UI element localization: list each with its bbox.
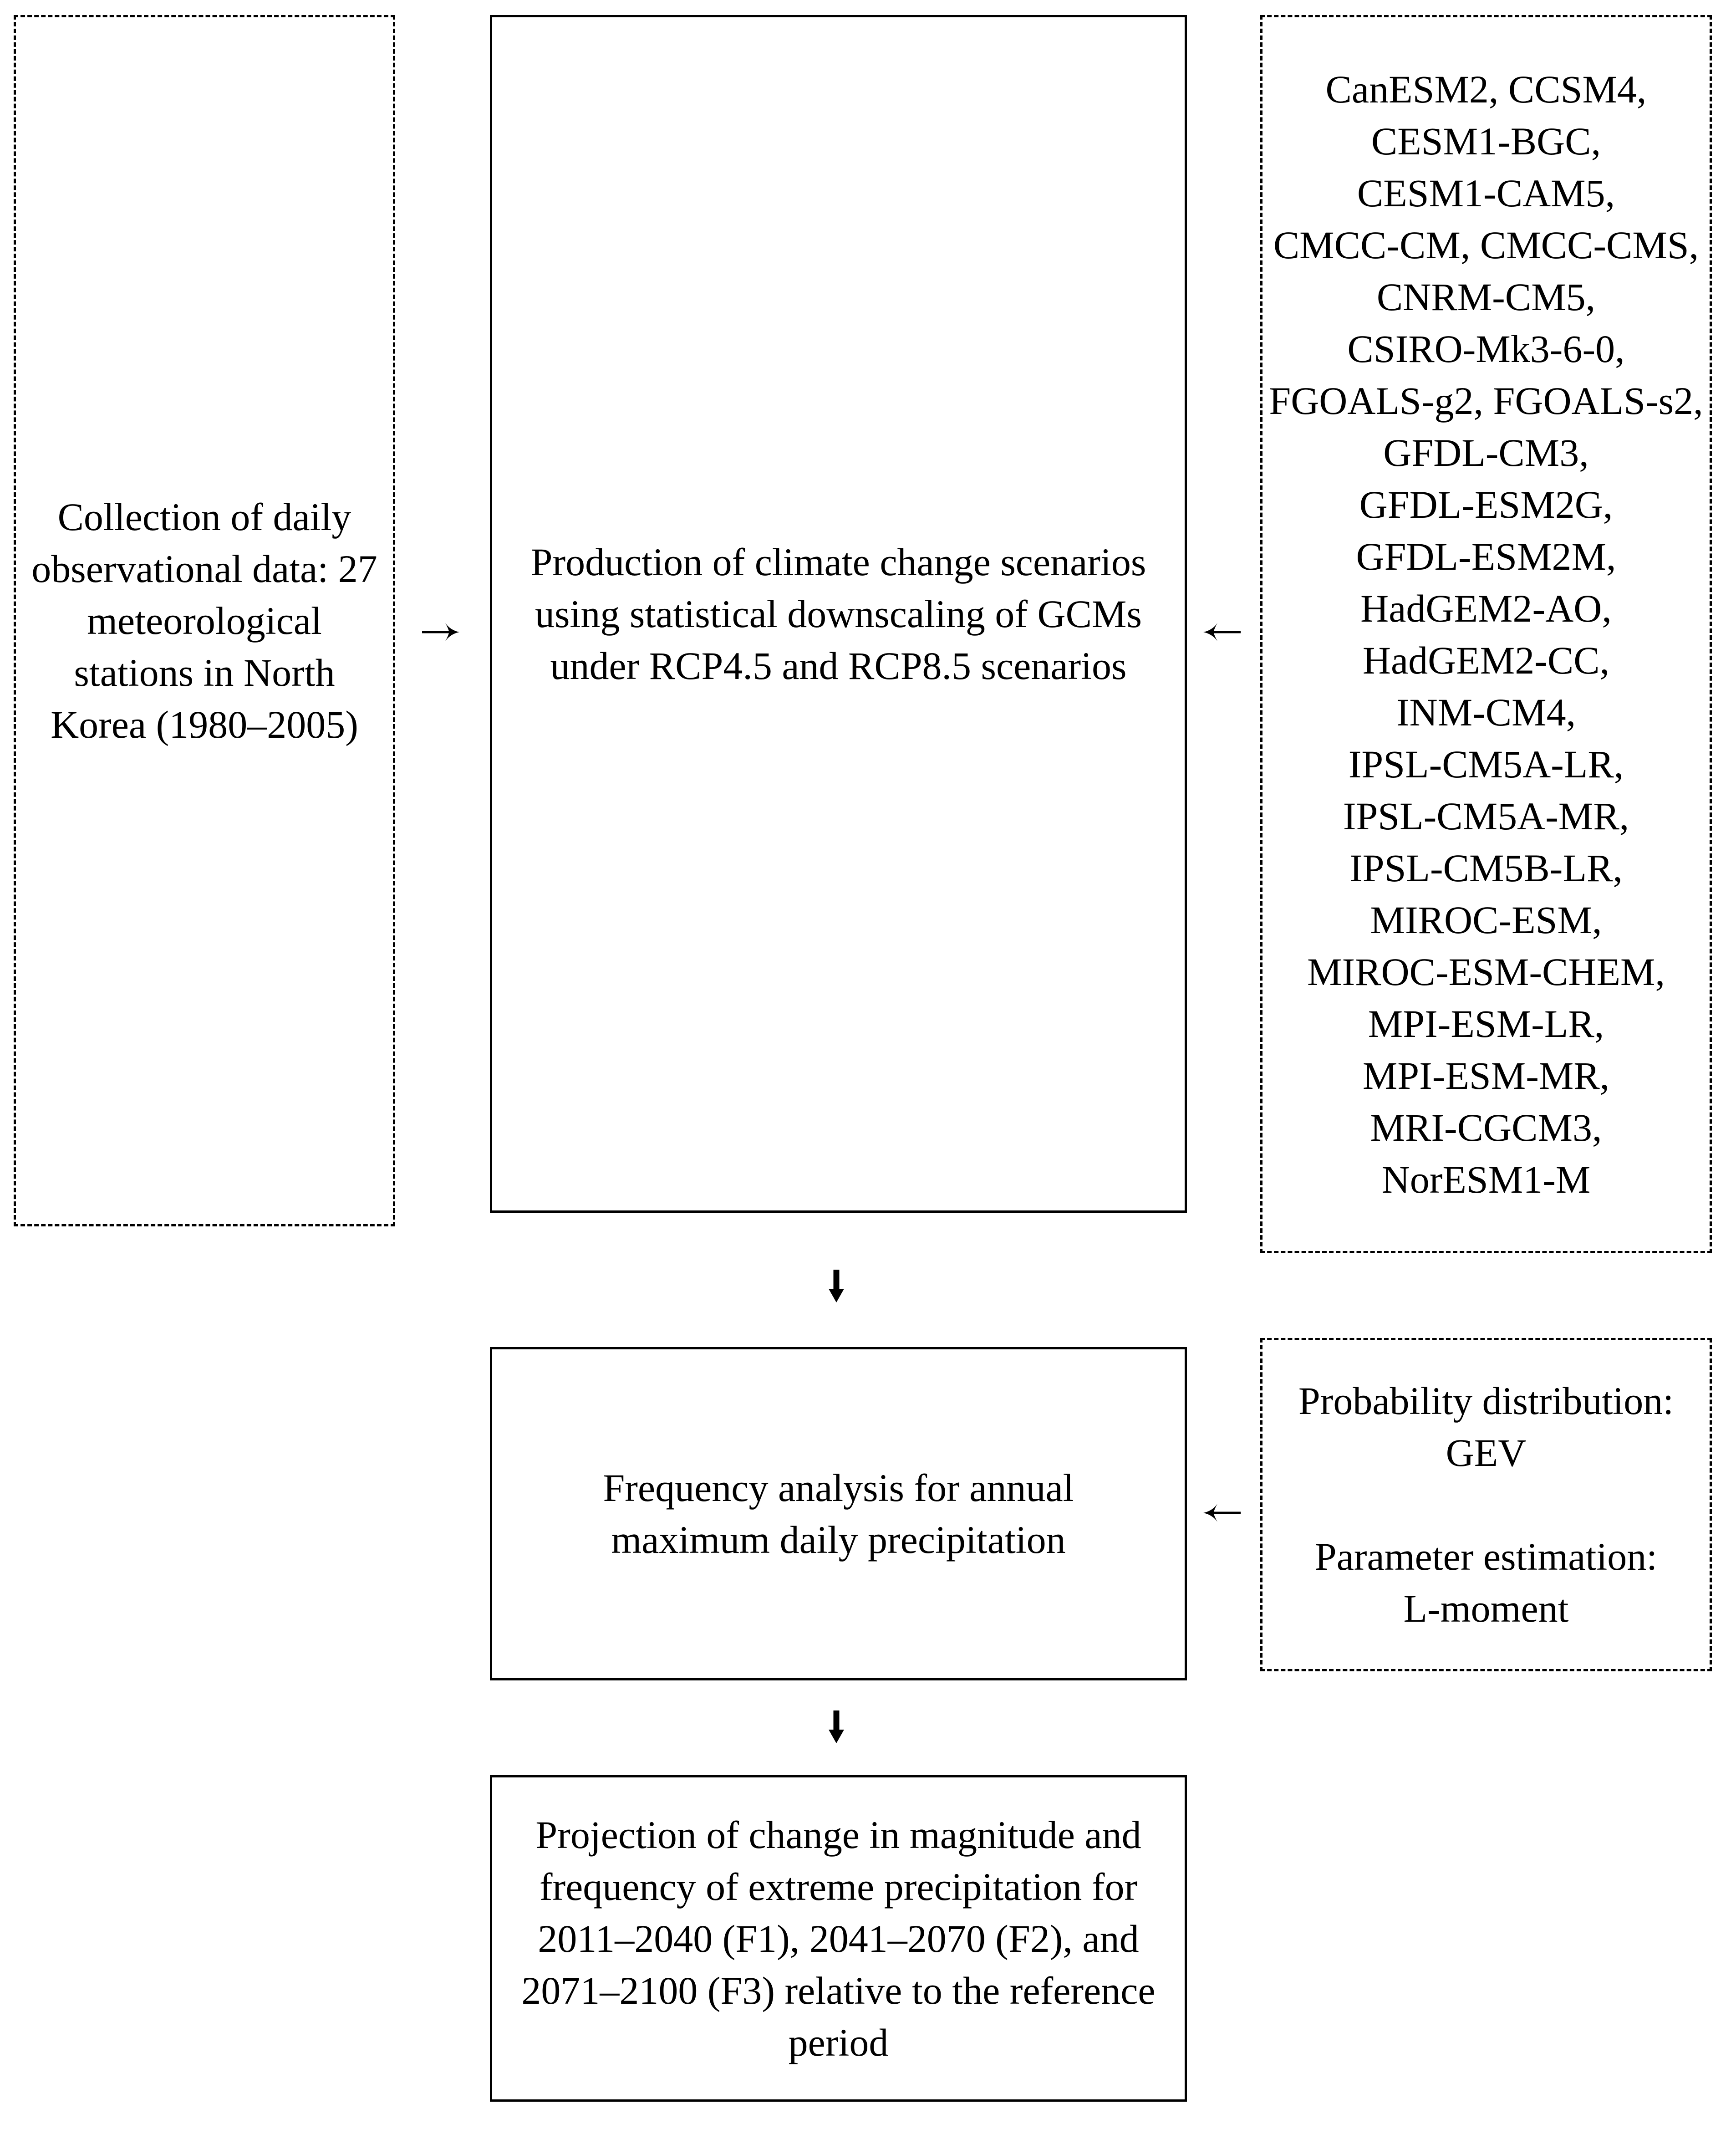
frequency-box: Frequency analysis for annual maximum da…: [490, 1347, 1187, 1680]
projection-box-text: Projection of change in magnitude and fr…: [521, 1812, 1156, 2064]
projection-box: Projection of change in magnitude and fr…: [490, 1775, 1187, 2102]
arrow-left-icon: [1203, 1503, 1242, 1523]
arrow-down-icon: [829, 1270, 844, 1302]
collection-box-text: Collection of daily observational data: …: [31, 495, 377, 746]
production-box: Production of climate change scenarios u…: [490, 15, 1187, 1213]
method-box: Probability distribution: GEV Parameter …: [1260, 1338, 1712, 1671]
frequency-box-text: Frequency analysis for annual maximum da…: [603, 1466, 1074, 1562]
arrow-left-icon: [1203, 622, 1242, 642]
method-box-text: Probability distribution: GEV Parameter …: [1298, 1379, 1674, 1630]
gcm-list-text: CanESM2, CCSM4, CESM1-BGC, CESM1-CAM5, C…: [1269, 67, 1703, 1201]
gcm-list-box: CanESM2, CCSM4, CESM1-BGC, CESM1-CAM5, C…: [1260, 15, 1712, 1253]
arrow-down-icon: [829, 1710, 844, 1743]
collection-box: Collection of daily observational data: …: [14, 15, 395, 1226]
production-box-text: Production of climate change scenarios u…: [530, 540, 1146, 688]
arrow-right-icon: [421, 622, 459, 642]
